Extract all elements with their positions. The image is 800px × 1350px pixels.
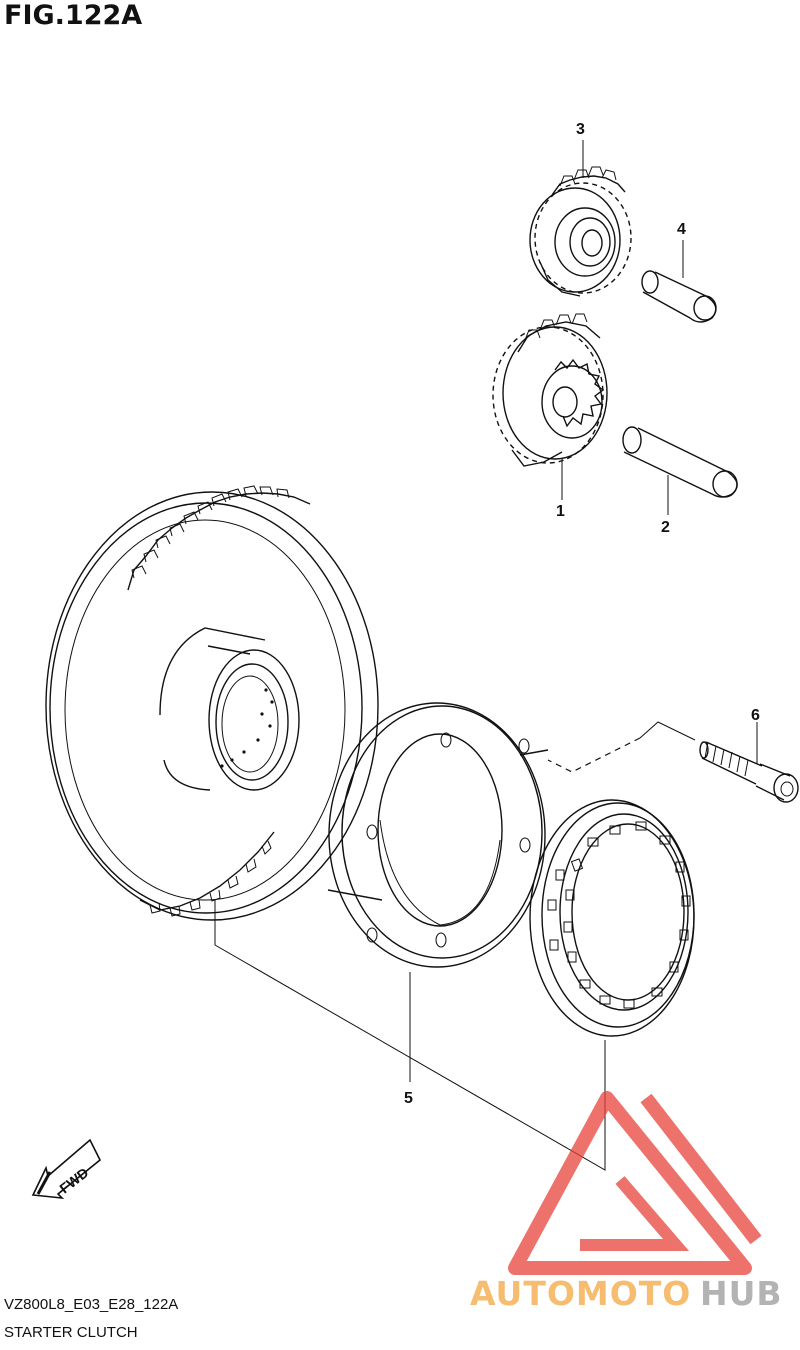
- part-3-idle-gear[interactable]: [529, 166, 632, 297]
- figure-name: STARTER CLUTCH: [4, 1324, 138, 1341]
- part-4-shaft[interactable]: [641, 270, 717, 323]
- callout-5: 5: [404, 1090, 413, 1107]
- callout-2: 2: [661, 519, 670, 536]
- leader-5-group: [214, 900, 606, 1171]
- callout-1: 1: [556, 503, 565, 520]
- callout-3: 3: [576, 121, 585, 138]
- fwd-direction-badge: FWD: [31, 1138, 102, 1200]
- watermark-text-gray: HUB: [700, 1274, 783, 1313]
- starter-driven-gear[interactable]: [45, 485, 379, 921]
- watermark-text-orange: AUTOMOTO: [470, 1274, 691, 1313]
- callout-4: 4: [677, 221, 686, 238]
- figure-title: FIG.122A: [4, 0, 143, 31]
- bolt-axis-line: [547, 737, 641, 773]
- clutch-housing[interactable]: [327, 702, 549, 968]
- one-way-clutch[interactable]: [529, 799, 695, 1037]
- part-1-idle-gear[interactable]: [492, 313, 608, 467]
- part-6-bolt[interactable]: [699, 741, 799, 803]
- watermark-logo: AUTOMOTO HUB: [470, 1091, 783, 1313]
- part-2-shaft[interactable]: [622, 426, 738, 498]
- callout-6: 6: [751, 707, 760, 724]
- figure-code: VZ800L8_E03_E28_122A: [4, 1296, 179, 1313]
